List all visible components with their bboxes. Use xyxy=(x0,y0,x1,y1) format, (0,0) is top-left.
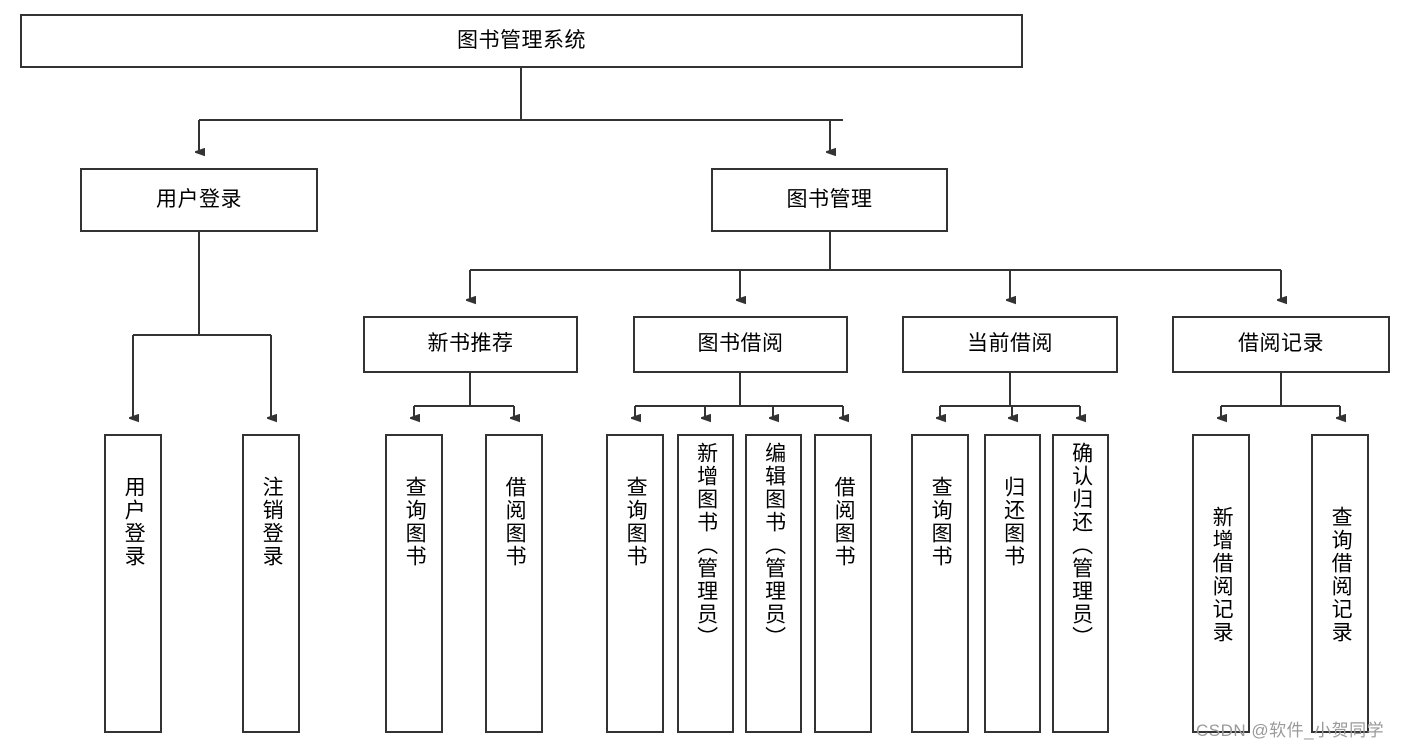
node-leaf-logout[interactable]: 注销登录 xyxy=(242,434,300,733)
node-leaf-return-book[interactable]: 归还图书 xyxy=(984,434,1041,733)
csdn-watermark: CSDN @软件_小贺同学 xyxy=(1196,721,1385,740)
node-current-borrow-label: 当前借阅 xyxy=(967,332,1053,356)
edge-bookborrow-to-leaves xyxy=(635,373,843,418)
node-book-borrow[interactable]: 图书借阅 xyxy=(633,316,848,373)
node-leaf-query-record[interactable]: 查询借阅记录 xyxy=(1311,434,1369,733)
node-leaf-borrow-book-rec-label: 借阅图书 xyxy=(503,476,527,568)
node-borrow-record-label: 借阅记录 xyxy=(1238,332,1324,356)
node-leaf-add-record[interactable]: 新增借阅记录 xyxy=(1192,434,1250,733)
node-user-login[interactable]: 用户登录 xyxy=(80,168,318,232)
edge-bookmanage-to-level3 xyxy=(470,232,1281,300)
node-leaf-add-book[interactable]: 新增图书（管理员） xyxy=(677,434,734,733)
node-leaf-add-record-label: 新增借阅记录 xyxy=(1210,506,1234,644)
node-leaf-return-book-label: 归还图书 xyxy=(1001,476,1025,568)
node-leaf-query-book-brw-label: 查询图书 xyxy=(624,476,648,568)
edge-newbook-to-leaves xyxy=(414,373,514,418)
node-leaf-user-login[interactable]: 用户登录 xyxy=(104,434,162,733)
node-leaf-query-book-cur-label: 查询图书 xyxy=(929,476,953,568)
node-leaf-edit-book[interactable]: 编辑图书（管理员） xyxy=(745,434,802,733)
node-user-login-label: 用户登录 xyxy=(156,187,242,211)
node-leaf-borrow-book-brw-label: 借阅图书 xyxy=(832,476,856,568)
node-leaf-edit-book-label: 编辑图书（管理员） xyxy=(762,442,786,649)
node-leaf-query-book-rec[interactable]: 查询图书 xyxy=(385,434,443,733)
node-leaf-confirm-return-label: 确认归还（管理员） xyxy=(1069,442,1093,649)
node-leaf-borrow-book-brw[interactable]: 借阅图书 xyxy=(814,434,872,733)
edge-root-to-level2 xyxy=(199,68,843,152)
node-leaf-logout-label: 注销登录 xyxy=(260,476,284,568)
node-root-label: 图书管理系统 xyxy=(457,28,586,52)
node-root[interactable]: 图书管理系统 xyxy=(20,14,1023,68)
node-leaf-query-book-brw[interactable]: 查询图书 xyxy=(606,434,664,733)
node-leaf-borrow-book-rec[interactable]: 借阅图书 xyxy=(485,434,543,733)
node-leaf-confirm-return[interactable]: 确认归还（管理员） xyxy=(1052,434,1109,733)
node-new-book-recommend[interactable]: 新书推荐 xyxy=(363,316,578,373)
node-current-borrow[interactable]: 当前借阅 xyxy=(902,316,1118,373)
node-book-borrow-label: 图书借阅 xyxy=(697,332,784,356)
edge-userlogin-to-leaves xyxy=(133,232,271,418)
node-new-book-recommend-label: 新书推荐 xyxy=(427,332,514,356)
node-leaf-add-book-label: 新增图书（管理员） xyxy=(694,442,718,649)
node-book-manage-label: 图书管理 xyxy=(786,187,873,211)
node-leaf-query-book-cur[interactable]: 查询图书 xyxy=(911,434,969,733)
node-leaf-query-book-rec-label: 查询图书 xyxy=(403,476,427,568)
edge-borrowrecord-to-leaves xyxy=(1221,373,1340,418)
node-leaf-user-login-label: 用户登录 xyxy=(122,476,146,568)
node-borrow-record[interactable]: 借阅记录 xyxy=(1172,316,1390,373)
node-book-manage[interactable]: 图书管理 xyxy=(711,168,948,232)
edge-currentborrow-to-leaves xyxy=(940,373,1080,418)
node-leaf-query-record-label: 查询借阅记录 xyxy=(1329,506,1353,644)
